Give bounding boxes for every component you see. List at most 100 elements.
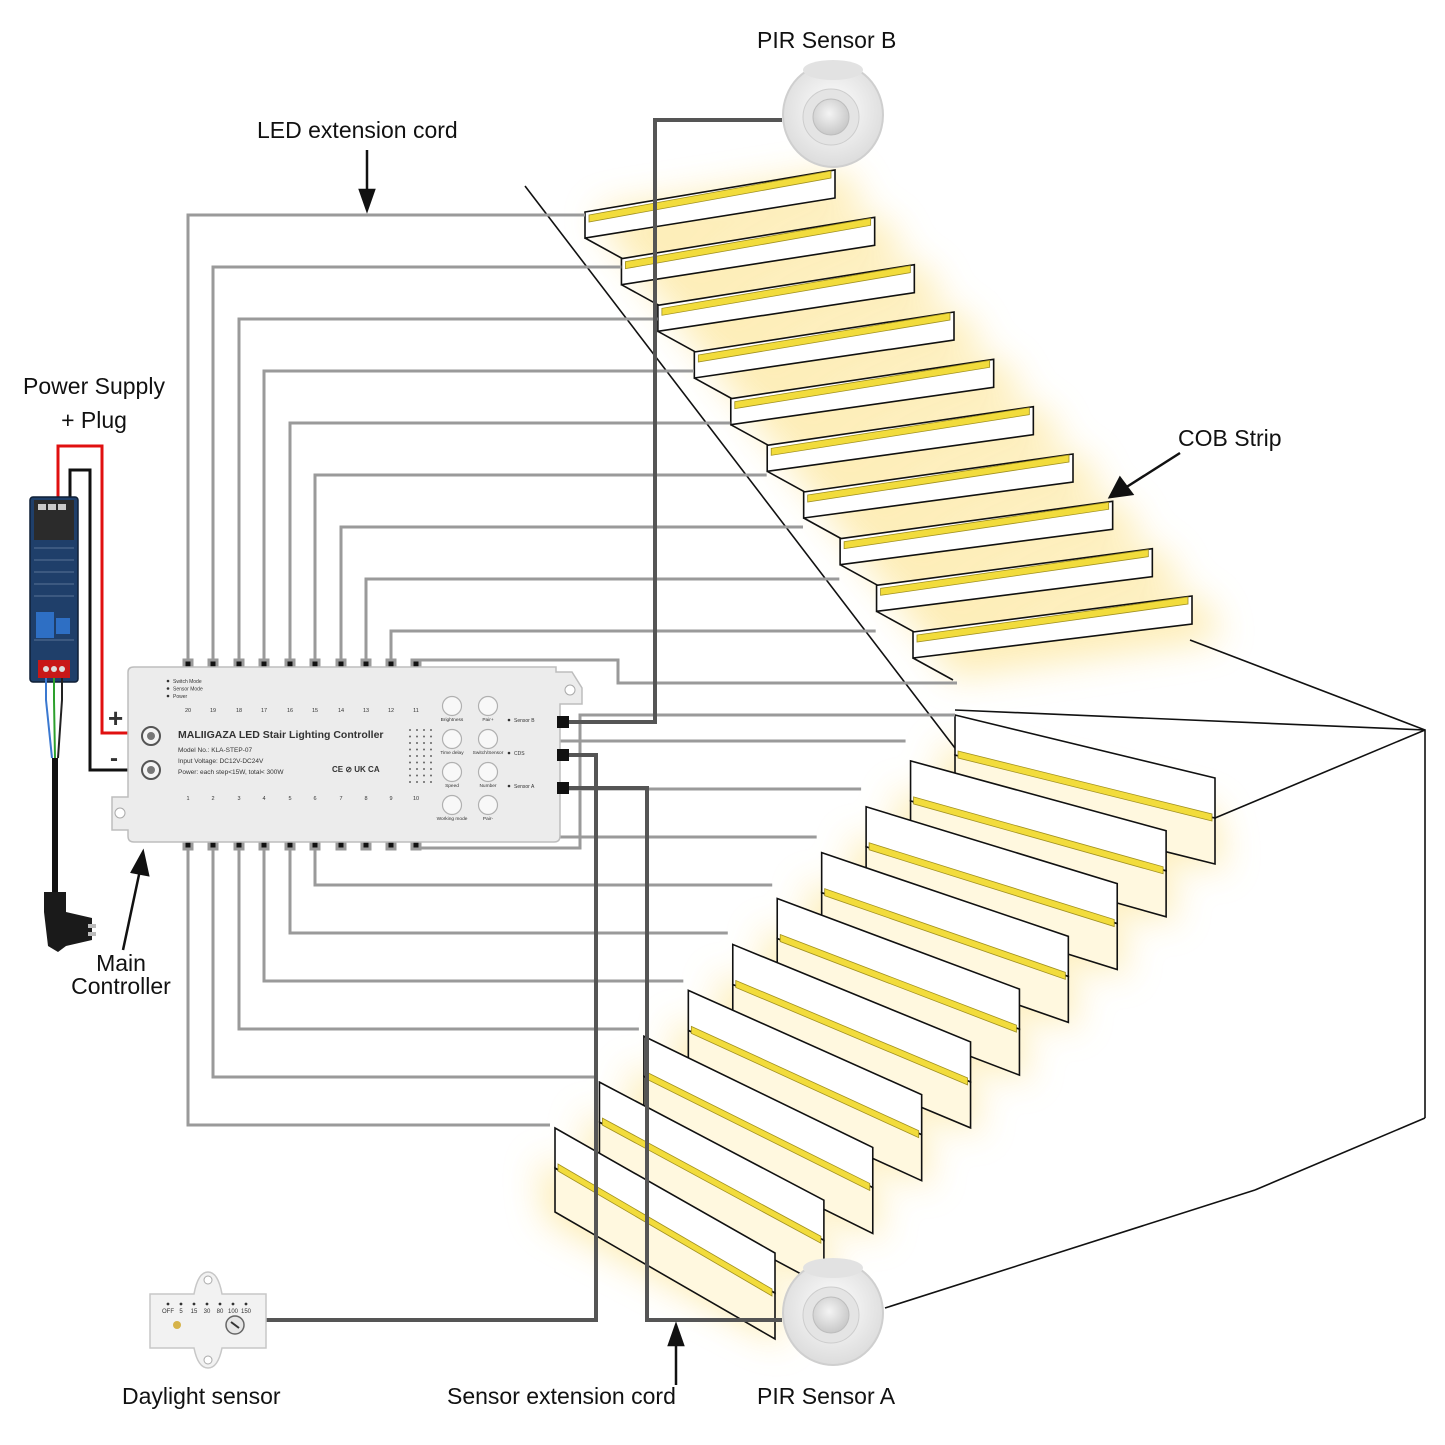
bottom-port-number: 9 [389,796,392,802]
cob-strip-upper [916,596,1189,643]
sensor-port-led [507,784,511,788]
cob-strip-lower [957,750,1213,822]
led-wire-step-12 [389,629,876,667]
led-wire-step-4 [262,842,684,983]
lower-step-tread [865,805,1119,925]
controller-button [477,695,499,717]
top-port-number: 18 [236,708,242,714]
bottom-port-number: 8 [364,796,367,802]
led-wire-step-2 [211,842,595,1079]
top-port-number: 12 [388,708,394,714]
controller-input-voltage: Input Voltage: DC12V-DC24V [178,758,264,765]
controller-button-label: Speed [445,783,459,789]
top-port-number: 15 [312,708,318,714]
black-negative-wire [68,468,136,772]
controller-model: Model No.: KLA-STEP-07 [178,747,252,754]
label-pir-sensor-a: PIR Sensor A [757,1383,896,1409]
cob-strip-upper [625,217,872,270]
daylight-scale-label: 30 [204,1309,211,1315]
top-port-number: 17 [261,708,267,714]
label-pir-sensor-b: PIR Sensor B [757,27,897,53]
cob-strip-lower [735,979,968,1086]
power-wires [56,444,136,772]
bottom-port-number: 7 [339,796,342,802]
label-power-supply-line1: Power Supply [23,373,165,399]
cob-strip-upper [770,407,1030,456]
led-wire-step-18 [237,317,658,667]
cds-cord [265,753,598,1322]
label-main-controller-line1: Main [96,950,146,976]
indicator-label: Switch Mode [173,679,202,685]
upper-step-tread-edge [876,610,917,635]
top-port-number: 13 [363,708,369,714]
upper-step-tread-edge [730,423,772,448]
sensor-port-led [507,751,511,755]
lower-staircase [554,713,1216,1341]
controller-button [441,695,463,717]
controller-button-label: Time delay [440,750,464,756]
daylight-scale-dot [218,1302,222,1306]
controller-button-label: Brightness [441,717,464,723]
top-port-number: 20 [185,708,191,714]
led-wire-step-16 [288,421,731,667]
stair-landing [524,185,1426,1309]
upper-step-tread-edge [912,657,954,681]
daylight-scale-label: 15 [191,1309,198,1315]
label-main-controller-line2: Controller [71,973,171,999]
label-main-controller: Main Controller [56,952,186,998]
controller-button-label: Working mode [437,816,468,822]
daylight-scale-label: 80 [217,1309,224,1315]
daylight-scale-label: 5 [179,1309,183,1315]
lower-step-tread [776,897,1021,1031]
led-wire-step-14 [339,525,803,667]
top-port-number: 11 [413,708,419,714]
cob-strip-upper [807,454,1070,503]
plug-icon [44,892,96,952]
sensor-extension-wires [265,118,782,1322]
led-extension-wires [182,213,957,1127]
daylight-scale-dot [166,1302,170,1306]
minus-sign: - [110,745,118,772]
controller-title: MALIIGAZA LED Stair Lighting Controller [178,729,384,741]
top-port-number: 19 [210,708,216,714]
power-supply-unit [29,496,79,683]
red-positive-wire [56,444,136,735]
top-port-number: 16 [287,708,293,714]
cert-marks: CE ⊘ UK CA [332,765,380,774]
daylight-scale-dot [205,1302,209,1306]
label-power-supply: Power Supply + Plug [10,372,178,434]
cob-strip-upper [734,359,991,410]
cob-strip-upper [697,312,951,363]
sensor-port-label: Sensor B [514,718,535,724]
label-cob-strip: COB Strip [1178,425,1282,451]
cob-strip-upper [588,170,832,223]
cob-strip-upper [880,549,1149,596]
bottom-port-number: 5 [288,796,291,802]
cob-strip-lower [602,1117,822,1244]
daylight-scale-dot [244,1302,248,1306]
led-wire-step-19 [211,265,622,667]
daylight-scale-dot [192,1302,196,1306]
label-sensor-extension-cord: Sensor extension cord [447,1383,676,1409]
lower-step-tread [731,943,972,1084]
cob-strip-lower [868,842,1115,928]
indicator-label: Power [173,694,188,700]
indicator-led [166,694,170,698]
bottom-port-number: 4 [262,796,265,802]
upper-step-tread-edge [693,377,735,401]
led-wire-step-3 [237,842,639,1031]
controller-button [477,794,499,816]
controller-button [441,794,463,816]
cob-strip-lower [824,888,1066,980]
daylight-scale-label: 150 [241,1309,252,1315]
lower-step-tread [554,1126,776,1295]
led-wire-step-20 [186,213,585,667]
lower-step-tread [954,713,1216,820]
indicator-label: Sensor Mode [173,687,203,693]
controller-button [477,761,499,783]
cob-strip-lower [779,933,1017,1033]
bottom-port-number: 6 [313,796,316,802]
controller-button-label: Pair- [483,816,494,822]
cob-strips [557,170,1213,1297]
